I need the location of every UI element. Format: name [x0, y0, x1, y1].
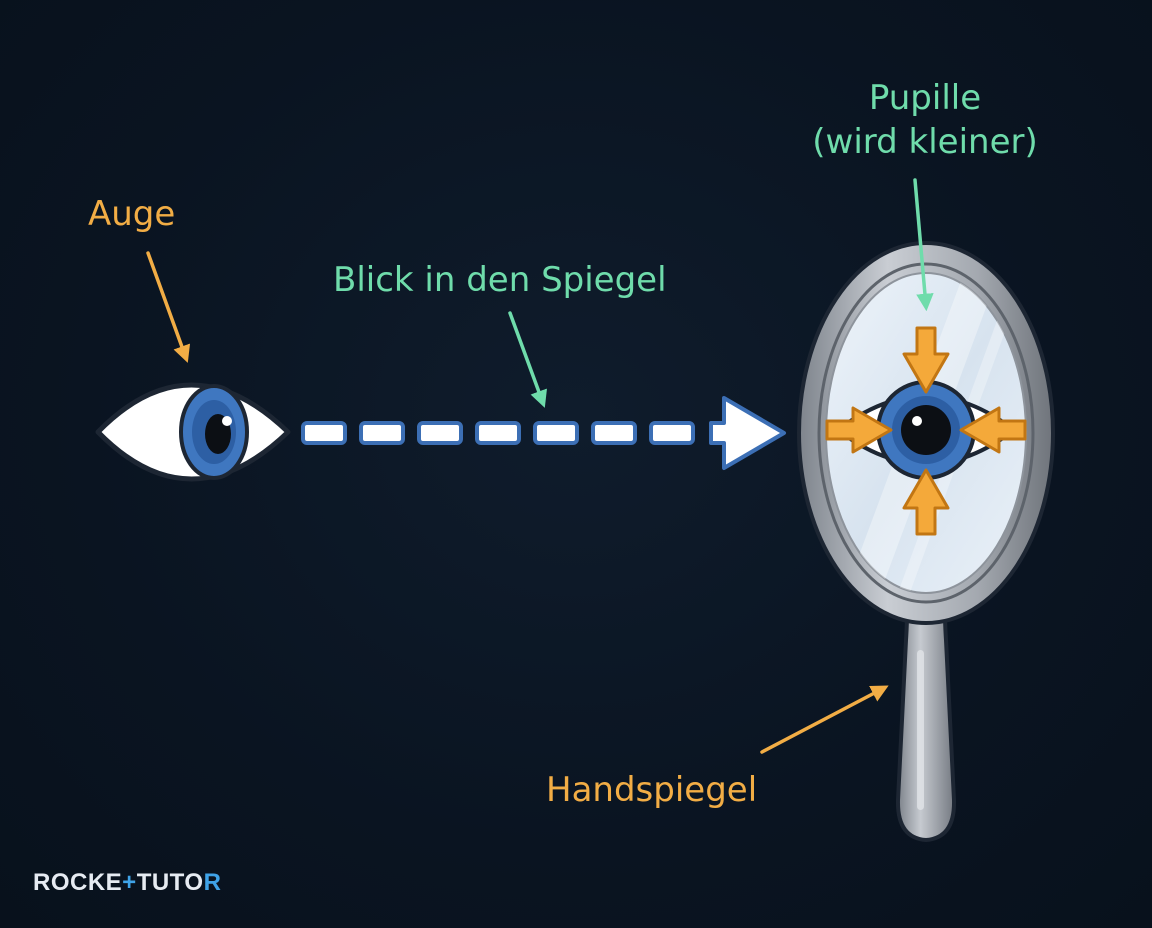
- gaze-label: Blick in den Spiegel: [333, 260, 667, 300]
- pupil-label-line1: Pupille: [868, 78, 982, 118]
- pupil-label: Pupille (wird kleiner): [780, 76, 1070, 164]
- pupil-constriction-arrows: [825, 326, 1027, 536]
- mirror-label: Handspiegel: [546, 770, 758, 810]
- logo-text-part3: R: [203, 869, 222, 896]
- gaze-arrow: [301, 396, 786, 470]
- brand-logo: ROCKE+TUTOR: [33, 869, 221, 897]
- mirror-callout-arrow: [760, 685, 889, 754]
- gaze-callout-arrow: [508, 311, 547, 408]
- pupil-label-line2: (wird kleiner): [812, 122, 1038, 162]
- eye-callout-arrow: [146, 251, 191, 363]
- logo-plus-icon: +: [122, 869, 137, 896]
- eye-icon: [95, 382, 291, 482]
- logo-text-part2: TUTO: [136, 869, 204, 896]
- logo-text-part1: ROCKE: [33, 869, 123, 896]
- eye-label: Auge: [88, 194, 176, 234]
- pupil-callout-arrow: [913, 178, 934, 312]
